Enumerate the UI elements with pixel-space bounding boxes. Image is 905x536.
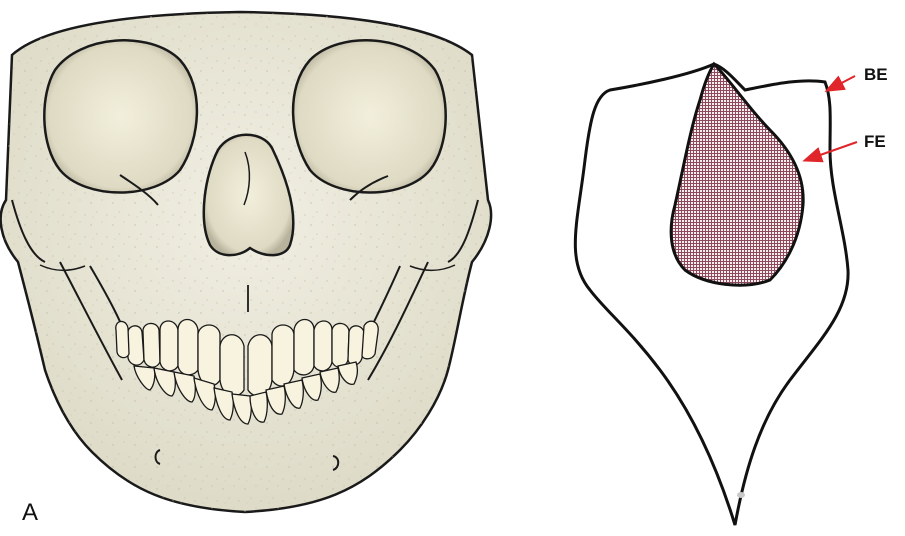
label-fe: FE	[864, 132, 886, 151]
left-orbit	[44, 40, 197, 192]
panel-letter: A	[22, 499, 38, 527]
tooth-outline-diagram: BE FE	[575, 64, 887, 525]
skull-illustration	[1, 12, 491, 512]
right-orbit	[293, 40, 446, 192]
label-be: BE	[864, 65, 888, 84]
be-arrow	[828, 76, 855, 90]
